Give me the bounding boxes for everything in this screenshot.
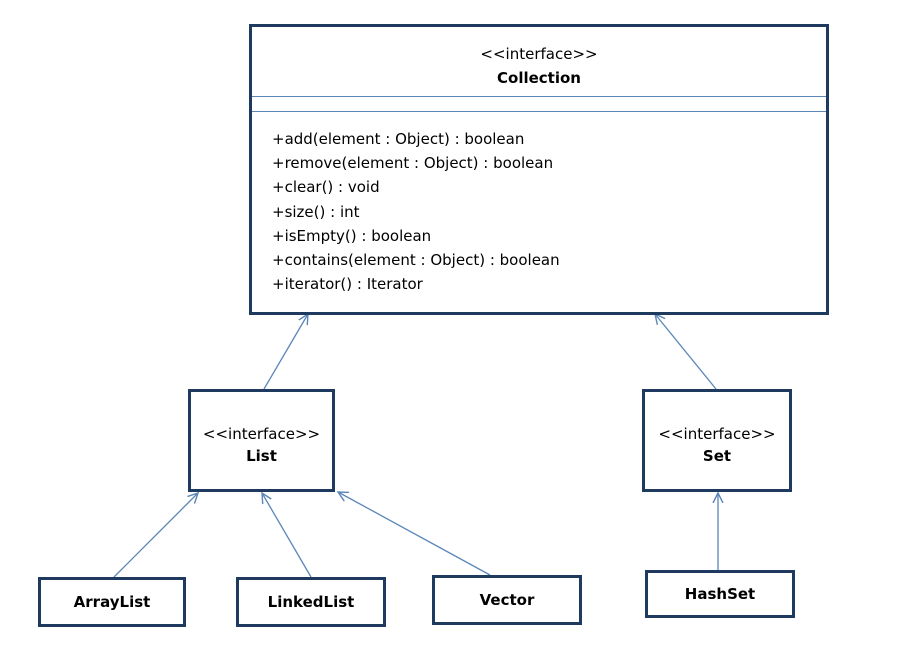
- list-name: List: [246, 447, 277, 465]
- arraylist-class-box[interactable]: ArrayList: [38, 577, 186, 627]
- linkedlist-class-box[interactable]: LinkedList: [236, 577, 386, 627]
- collection-method-list: +add(element : Object) : boolean +remove…: [272, 127, 560, 296]
- list-interface-box[interactable]: <<interface>> List: [188, 389, 335, 492]
- list-to-collection-connector: [263, 314, 308, 390]
- vector-to-list-connector: [338, 492, 491, 576]
- set-to-collection-connector: [655, 314, 717, 390]
- method-size: +size() : int: [272, 202, 360, 221]
- collection-stereotype: <<interface>>: [480, 45, 598, 63]
- collection-methods-divider: [252, 111, 826, 112]
- set-interface-box[interactable]: <<interface>> Set: [642, 389, 792, 492]
- method-contains: +contains(element : Object) : boolean: [272, 251, 560, 270]
- method-iterator: +iterator() : Iterator: [272, 275, 423, 294]
- hashset-name: HashSet: [684, 585, 756, 603]
- vector-name: Vector: [479, 591, 535, 609]
- arraylist-to-list-connector: [113, 493, 198, 578]
- linkedlist-to-list-connector: [262, 493, 312, 578]
- method-add: +add(element : Object) : boolean: [272, 130, 525, 148]
- hashset-class-box[interactable]: HashSet: [645, 570, 795, 618]
- set-name: Set: [702, 447, 732, 465]
- arraylist-name: ArrayList: [73, 593, 151, 611]
- collection-interface-box[interactable]: <<interface>> Collection +add(element : …: [249, 24, 829, 315]
- set-stereotype: <<interface>>: [658, 425, 776, 443]
- method-remove: +remove(element : Object) : boolean: [272, 154, 554, 173]
- method-isempty: +isEmpty() : boolean: [272, 226, 432, 245]
- collection-name: Collection: [497, 69, 581, 87]
- method-clear: +clear() : void: [272, 178, 380, 197]
- list-stereotype: <<interface>>: [202, 425, 321, 443]
- vector-class-box[interactable]: Vector: [432, 575, 582, 625]
- linkedlist-name: LinkedList: [267, 593, 355, 611]
- collection-attributes-divider: [252, 96, 826, 97]
